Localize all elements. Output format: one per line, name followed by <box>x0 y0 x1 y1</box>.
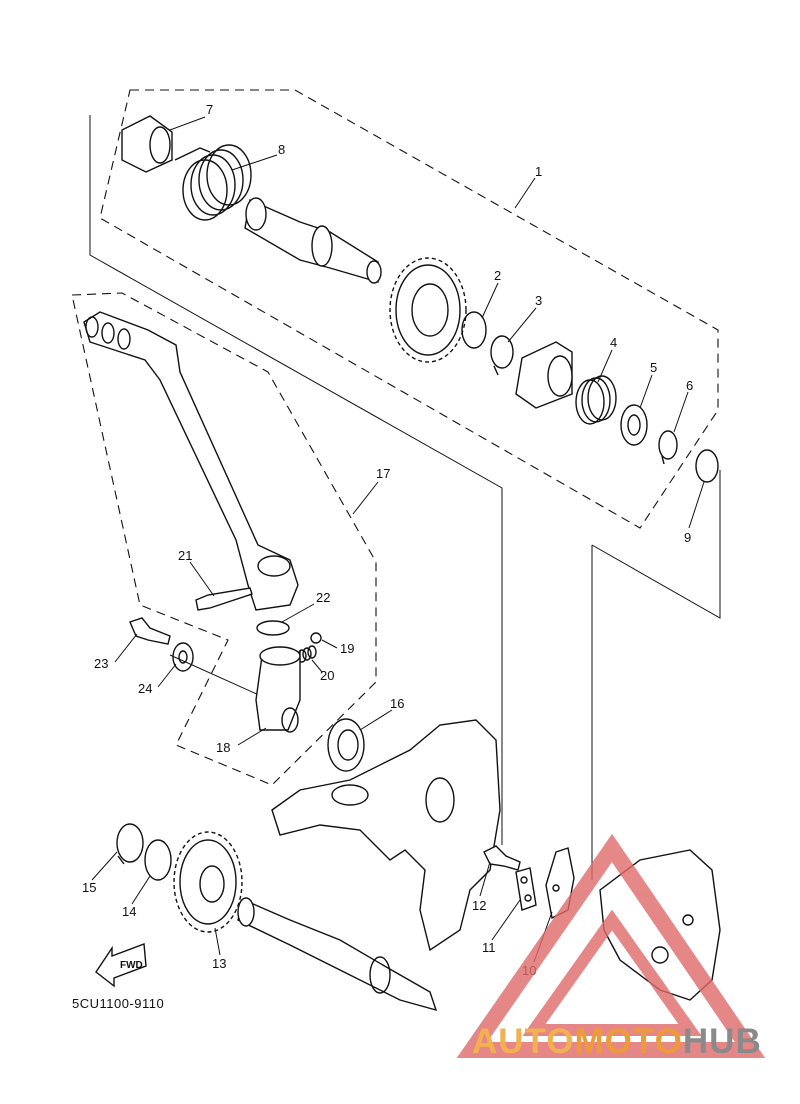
callout-3: 3 <box>535 293 542 308</box>
part-18-boss <box>255 646 301 733</box>
callout-6: 6 <box>686 378 693 393</box>
kick-lever <box>83 311 299 611</box>
callout-20: 20 <box>320 668 334 683</box>
engine-case-section <box>599 849 721 1001</box>
reference-line-mid <box>169 654 271 701</box>
callout-19: 19 <box>340 641 354 656</box>
part-7-collar <box>121 115 173 173</box>
part-23-bolt <box>129 617 171 645</box>
callout-5: 5 <box>650 360 657 375</box>
callout-8: 8 <box>278 142 285 157</box>
part-12-bolt <box>483 845 521 871</box>
callout-9: 9 <box>684 530 691 545</box>
watermark-part-hub: HUB <box>682 1022 762 1061</box>
part-19-ball <box>310 632 322 644</box>
part-3-circlip <box>490 335 514 376</box>
part-5-washer <box>620 404 648 446</box>
callout-16: 16 <box>390 696 404 711</box>
callout-labels: 7 8 1 2 3 4 5 6 9 17 21 22 19 20 23 24 1… <box>82 102 693 978</box>
fwd-label: FWD <box>120 960 143 971</box>
part-6-circlip <box>658 430 678 465</box>
kick-gear <box>389 257 467 363</box>
callout-2: 2 <box>494 268 501 283</box>
callout-17: 17 <box>376 466 390 481</box>
callout-23: 23 <box>94 656 108 671</box>
diagram-code: 5CU1100-9110 <box>72 996 165 1011</box>
callout-24: 24 <box>138 681 152 696</box>
part-21-bolt <box>195 587 253 611</box>
part-4-spring <box>575 375 617 425</box>
callout-12: 12 <box>472 898 486 913</box>
lower-shaft <box>237 897 438 1012</box>
callout-14: 14 <box>122 904 136 919</box>
ratchet <box>515 341 573 409</box>
part-24-washer <box>172 642 194 672</box>
assembly-17-outline <box>71 292 377 786</box>
part-2-washer <box>461 311 487 349</box>
callout-13: 13 <box>212 956 226 971</box>
kick-shaft <box>244 197 382 284</box>
part-8-spring <box>174 144 252 221</box>
part-13-idle-gear <box>173 831 243 933</box>
callout-7: 7 <box>206 102 213 117</box>
part-16-oil-seal <box>327 718 365 772</box>
callout-11: 11 <box>482 940 496 955</box>
callout-1: 1 <box>535 164 542 179</box>
part-9-washer <box>695 449 719 483</box>
reference-line-right <box>591 470 721 619</box>
reference-line-upper <box>89 115 503 845</box>
fwd-arrow: FWD <box>95 943 147 988</box>
watermark-triangle-icon <box>456 833 766 1058</box>
callout-15: 15 <box>82 880 96 895</box>
part-15-circlip <box>116 823 144 865</box>
watermark-part-moto: MOTO <box>574 1022 683 1061</box>
callout-21: 21 <box>178 548 192 563</box>
part-22-oring <box>256 620 290 636</box>
assembly-1-outline <box>99 89 719 529</box>
callout-4: 4 <box>610 335 617 350</box>
callout-22: 22 <box>316 590 330 605</box>
part-11-plate <box>515 867 537 911</box>
crankcase-section <box>271 719 501 952</box>
callout-18: 18 <box>216 740 230 755</box>
part-14-washer <box>144 839 172 881</box>
watermark-logo: AUTOMOTOHUB <box>472 1022 762 1062</box>
watermark-part-auto: AUTO <box>472 1022 575 1061</box>
